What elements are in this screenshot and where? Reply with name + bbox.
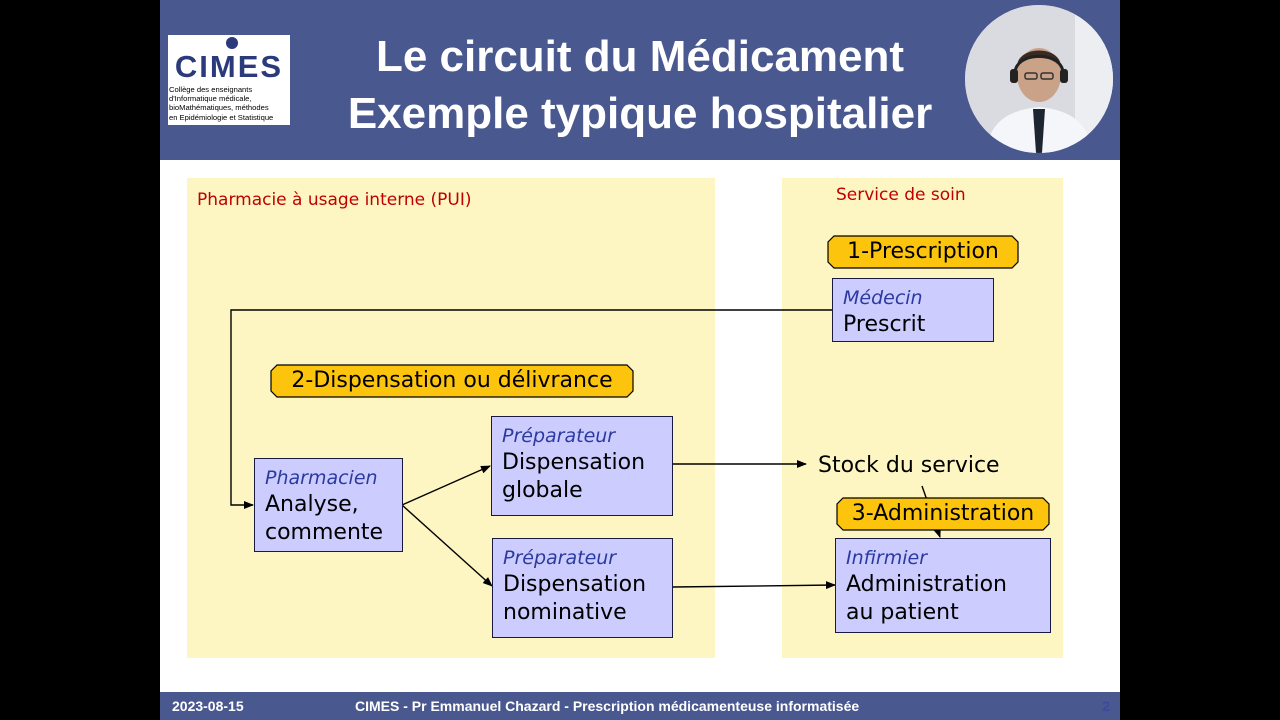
- zone-pui-label: Pharmacie à usage interne (PUI): [197, 190, 472, 210]
- box-preparateur-globale-role: Préparateur: [502, 425, 616, 447]
- logo-dot-icon: [226, 37, 238, 49]
- arrow-medecin-to-pharmacien: [230, 309, 832, 509]
- slide: CIMES Collège des enseignants d'Informat…: [160, 0, 1120, 720]
- box-infirmier-role: Infirmier: [846, 547, 928, 569]
- box-preparateur-nominative-line-2: nominative: [503, 600, 627, 625]
- box-medecin-role: Médecin: [843, 287, 923, 309]
- arrow-pharmacien-to-globale: [401, 465, 491, 506]
- box-medecin-action: Prescrit: [843, 312, 926, 337]
- step-administration-shape: [836, 497, 1050, 531]
- step-administration-label: 3-Administration: [851, 501, 1035, 526]
- logo-title: CIMES: [174, 49, 284, 84]
- slide-footer: 2023-08-15 CIMES - Pr Emmanuel Chazard -…: [160, 692, 1120, 720]
- zone-service-label: Service de soin: [836, 185, 966, 205]
- box-infirmier-action-line-1: Administration: [846, 572, 1007, 597]
- box-pharmacien-action-line-1: Analyse,: [265, 492, 359, 517]
- footer-title: CIMES - Pr Emmanuel Chazard - Prescripti…: [355, 698, 860, 714]
- flow-arrows: [230, 309, 941, 590]
- box-preparateur-globale: Préparateur Dispensation globale: [491, 416, 673, 516]
- title-line-1: Le circuit du Médicament: [375, 32, 905, 81]
- stock-du-service: Stock du service: [818, 453, 1000, 478]
- logo-subtitle: Collège des enseignants d'Informatique m…: [169, 85, 274, 122]
- box-preparateur-globale-line-1: Dispensation: [502, 450, 646, 475]
- box-pharmacien-action-line-2: commente: [265, 520, 384, 545]
- arrow-nominative-to-infirmier: [672, 581, 836, 590]
- slide-title: Le circuit du Médicament Exemple typique…: [310, 28, 970, 142]
- arrow-pharmacien-to-nominative: [401, 504, 493, 587]
- step-dispensation-label: 2-Dispensation ou délivrance: [291, 368, 613, 393]
- step-prescription: 1-Prescription: [827, 235, 1019, 269]
- cimes-logo: CIMES Collège des enseignants d'Informat…: [168, 35, 290, 125]
- step-dispensation: 2-Dispensation ou délivrance: [270, 364, 634, 398]
- box-preparateur-nominative: Préparateur Dispensation nominative: [492, 538, 673, 638]
- footer-date: 2023-08-15: [172, 698, 244, 714]
- box-preparateur-globale-line-2: globale: [502, 478, 583, 503]
- step-administration: 3-Administration: [836, 497, 1050, 531]
- slide-header: CIMES Collège des enseignants d'Informat…: [160, 0, 1120, 160]
- box-preparateur-nominative-line-1: Dispensation: [503, 572, 647, 597]
- step-prescription-label: 1-Prescription: [847, 239, 999, 264]
- step-dispensation-shape: [270, 364, 634, 398]
- box-pharmacien: Pharmacien Analyse, commente: [254, 458, 403, 552]
- box-medecin: Médecin Prescrit: [832, 278, 994, 342]
- step-prescription-shape: [827, 235, 1019, 269]
- footer-page-number: 2: [1102, 698, 1110, 714]
- box-infirmier-action-line-2: au patient: [846, 600, 959, 625]
- box-preparateur-nominative-role: Préparateur: [503, 547, 617, 569]
- box-infirmier: Infirmier Administration au patient: [835, 538, 1051, 633]
- box-pharmacien-role: Pharmacien: [265, 467, 378, 489]
- title-line-2: Exemple typique hospitalier: [347, 89, 933, 138]
